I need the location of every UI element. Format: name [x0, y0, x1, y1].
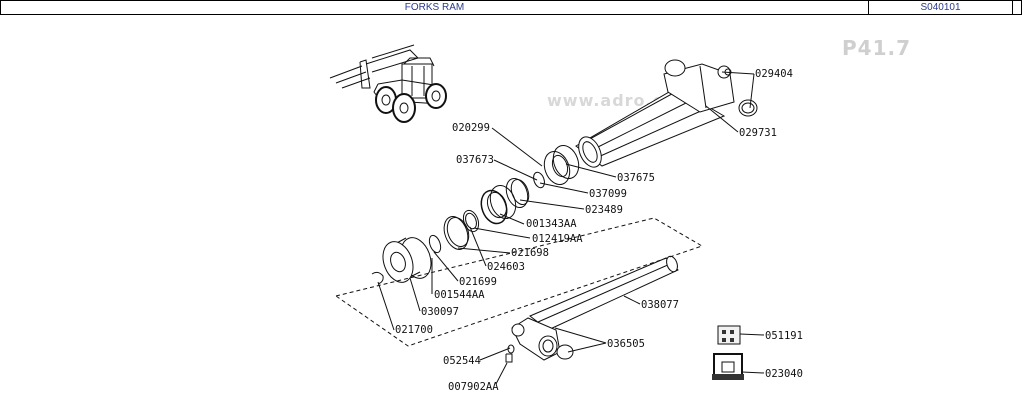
part-label: 012419AA	[532, 233, 583, 245]
part-label: 051191	[765, 330, 803, 342]
part-label: 036505	[607, 338, 645, 350]
part-label: 052544	[443, 355, 481, 367]
drawing-title: FORKS RAM	[1, 1, 869, 14]
part-label: 037673	[456, 154, 494, 166]
part-label: 021700	[395, 324, 433, 336]
part-labels: 029404 029731 020299 037673 037675 03709…	[395, 68, 803, 393]
kit-boundary	[334, 217, 704, 347]
page-code: P41.7	[842, 36, 912, 60]
drawing-code: S040101	[869, 1, 1013, 14]
cylinder-barrel	[575, 59, 758, 168]
part-label: 024603	[487, 261, 525, 273]
part-label: 029404	[755, 68, 793, 80]
seal-kit-icons	[712, 325, 744, 380]
telehandler-illustration	[329, 44, 447, 123]
part-label: 021698	[511, 247, 549, 259]
leader-lines	[377, 71, 765, 385]
part-label: 023040	[765, 368, 803, 380]
part-label: 023489	[585, 204, 623, 216]
piston	[371, 237, 432, 285]
part-label: 001544AA	[434, 289, 485, 301]
part-label: 037675	[617, 172, 655, 184]
watermark: www.adro.cz	[547, 91, 674, 110]
part-label: 038077	[641, 299, 679, 311]
part-label: 021699	[459, 276, 497, 288]
part-label: 001343AA	[526, 218, 577, 230]
part-label: 030097	[421, 306, 459, 318]
title-bar: FORKS RAM S040101	[0, 0, 1022, 15]
part-label: 037099	[589, 188, 627, 200]
part-label: 020299	[452, 122, 490, 134]
part-label: 007902AA	[448, 381, 499, 393]
piston-rod	[505, 255, 679, 363]
part-label: 029731	[739, 127, 777, 139]
seals-and-rings	[428, 145, 580, 254]
